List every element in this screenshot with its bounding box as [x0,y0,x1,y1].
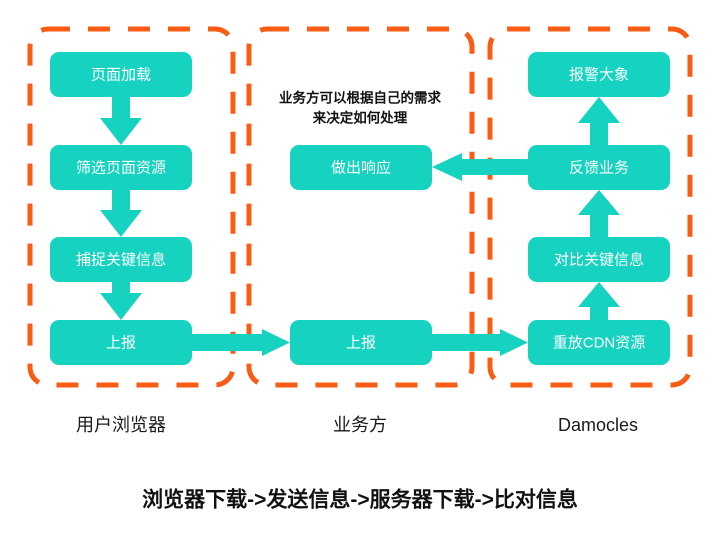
edge-report-browser-to-report-business [192,329,290,356]
box-feedback-business[interactable]: 反馈业务 [528,145,670,190]
panel-caption-damocles: Damocles [558,415,638,435]
edge-feedback-business-to-make-response [432,153,528,181]
edge-filter-resources-to-capture-key-info [100,190,142,237]
panel-caption-user-browser: 用户浏览器 [76,415,166,435]
box-report-business-label: 上报 [346,334,376,351]
panel-group [27,26,693,388]
box-report-business[interactable]: 上报 [290,320,432,365]
edge-feedback-business-to-alert-elephant [578,97,620,146]
business-note-line-1: 业务方可以根据自己的需求 [279,90,441,106]
box-capture-key-info-label: 捕捉关键信息 [76,251,166,268]
edge-page-load-to-filter-resources [100,97,142,145]
panel-business-party-border [246,26,475,388]
box-page-load[interactable]: 页面加载 [50,52,192,97]
box-alert-elephant[interactable]: 报警大象 [528,52,670,97]
business-note: 业务方可以根据自己的需求 来决定如何处理 [279,90,441,126]
box-capture-key-info[interactable]: 捕捉关键信息 [50,237,192,282]
box-compare-key-info[interactable]: 对比关键信息 [528,237,670,282]
edge-capture-key-info-to-report-browser [100,282,142,320]
panel-user-browser-border [27,26,236,388]
panel-damocles-border [487,26,693,388]
connectors-group [100,97,620,356]
box-replay-cdn-label: 重放CDN资源 [553,334,646,351]
box-report-browser-label: 上报 [106,334,136,351]
business-note-line-2: 来决定如何处理 [312,110,408,126]
box-make-response[interactable]: 做出响应 [290,145,432,190]
edge-report-business-to-replay-cdn [432,329,528,356]
boxes-group: 页面加载 筛选页面资源 捕捉关键信息 上报 做出响应 上报 [50,52,670,365]
edge-replay-cdn-to-compare-key-info [578,282,620,320]
box-replay-cdn[interactable]: 重放CDN资源 [528,320,670,365]
box-filter-resources-label: 筛选页面资源 [76,159,166,176]
panel-captions-group: 用户浏览器 业务方 Damocles [76,415,638,435]
box-page-load-label: 页面加载 [91,66,151,83]
box-alert-elephant-label: 报警大象 [569,66,629,83]
box-compare-key-info-label: 对比关键信息 [554,251,644,268]
box-filter-resources[interactable]: 筛选页面资源 [50,145,192,190]
box-make-response-label: 做出响应 [331,158,391,176]
panel-caption-business-party: 业务方 [333,415,387,435]
box-report-browser[interactable]: 上报 [50,320,192,365]
footer-summary: 浏览器下载->发送信息->服务器下载->比对信息 [142,488,578,512]
box-feedback-business-label: 反馈业务 [569,159,629,176]
edge-compare-key-info-to-feedback-business [578,190,620,238]
